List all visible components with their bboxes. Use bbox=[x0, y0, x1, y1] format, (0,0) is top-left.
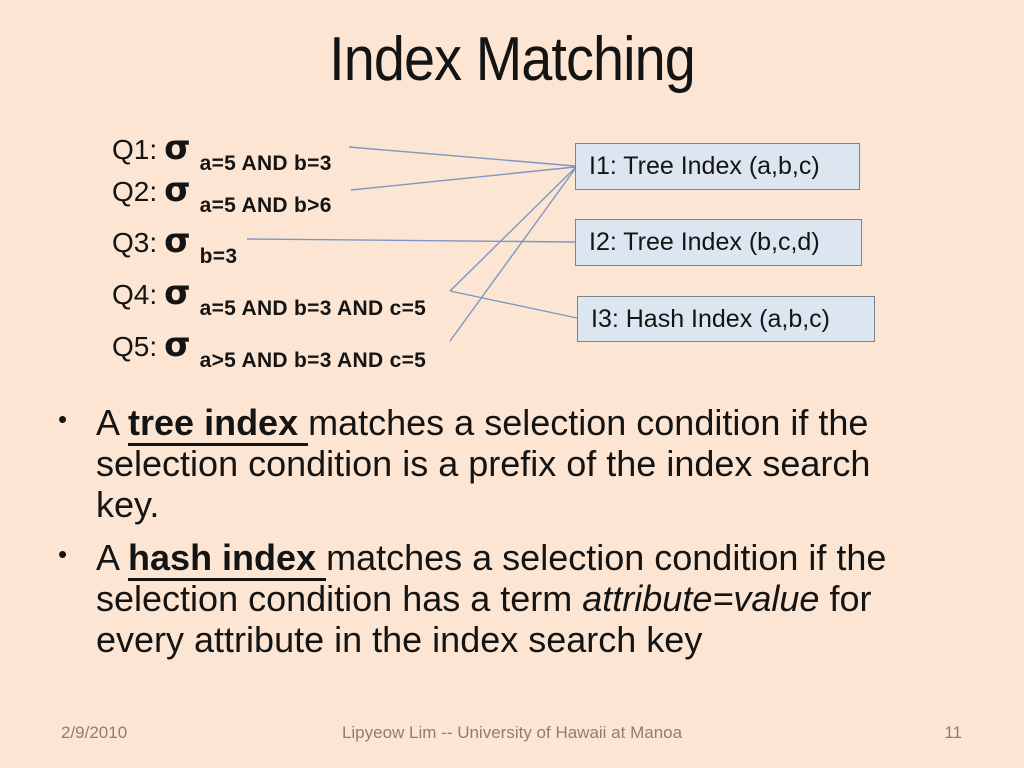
bullet-text: A tree index matches a selection conditi… bbox=[96, 402, 996, 525]
emphasized-term: tree index bbox=[128, 402, 309, 446]
index-box-label: I1: Tree Index (a,b,c) bbox=[589, 152, 820, 180]
index-box-i2: I2: Tree Index (b,c,d) bbox=[575, 219, 862, 266]
text-run: for bbox=[819, 578, 872, 619]
sigma-operator: σ bbox=[164, 221, 191, 261]
query-row-q1: Q1: σ a=5 AND b=3 bbox=[112, 128, 332, 175]
bullet-line: selection condition is a prefix of the i… bbox=[96, 443, 871, 484]
query-condition: a=5 AND b=3 AND c=5 bbox=[199, 297, 427, 320]
query-condition: a=5 AND b>6 bbox=[199, 194, 332, 217]
query-row-q4: Q4: σ a=5 AND b=3 AND c=5 bbox=[112, 273, 426, 320]
index-box-label: I3: Hash Index (a,b,c) bbox=[591, 304, 831, 333]
query-row-q2: Q2: σ a=5 AND b>6 bbox=[112, 170, 332, 217]
bullet-dot: • bbox=[58, 539, 68, 569]
text-run: matches a selection condition if the bbox=[326, 537, 887, 578]
slide-number: 11 bbox=[944, 723, 962, 742]
text-run: matches a selection condition if the bbox=[308, 402, 869, 443]
bullet-dot: • bbox=[58, 404, 68, 434]
text-run: A bbox=[96, 402, 129, 443]
sigma-operator: σ bbox=[164, 128, 191, 168]
query-condition: b=3 bbox=[199, 245, 238, 268]
connector-Q3-I2 bbox=[246, 238, 576, 243]
bullet-line: A hash index matches a selection conditi… bbox=[96, 537, 996, 581]
bullet-line: key. bbox=[96, 484, 160, 525]
sigma-operator: σ bbox=[164, 325, 191, 365]
bullet-line: every attribute in the index search key bbox=[96, 619, 703, 660]
connector-Q5-I1 bbox=[449, 168, 576, 342]
connector-Q4-I1 bbox=[449, 167, 576, 292]
query-label: Q4: bbox=[112, 279, 158, 310]
query-condition: a>5 AND b=3 AND c=5 bbox=[199, 349, 427, 372]
index-box-i1: I1: Tree Index (a,b,c) bbox=[575, 143, 860, 190]
bullet-line: A tree index matches a selection conditi… bbox=[96, 402, 996, 446]
index-box-label: I2: Tree Index (b,c,d) bbox=[589, 228, 820, 256]
query-label: Q1: bbox=[112, 134, 158, 165]
sigma-operator: σ bbox=[164, 273, 191, 313]
text-run: A bbox=[96, 537, 129, 578]
footer-author: Lipyeow Lim -- University of Hawaii at M… bbox=[341, 723, 683, 742]
query-condition: a=5 AND b=3 bbox=[199, 152, 332, 175]
connector-Q1-I1 bbox=[348, 146, 576, 167]
query-row-q3: Q3: σ b=3 bbox=[112, 221, 237, 268]
query-label: Q2: bbox=[112, 176, 158, 207]
slide-title: Index Matching bbox=[329, 25, 696, 94]
emphasized-term: hash index bbox=[128, 537, 327, 581]
index-box-i3: I3: Hash Index (a,b,c) bbox=[577, 296, 875, 342]
query-label: Q5: bbox=[112, 331, 158, 362]
connector-Q4-I3 bbox=[449, 290, 578, 319]
italic-term: attribute=value bbox=[582, 578, 820, 619]
text-run: selection condition has a term bbox=[96, 578, 583, 619]
footer-date: 2/9/2010 bbox=[61, 723, 128, 742]
query-row-q5: Q5: σ a>5 AND b=3 AND c=5 bbox=[112, 325, 426, 372]
bullet-text: A hash index matches a selection conditi… bbox=[96, 537, 996, 660]
connector-Q2-I1 bbox=[350, 166, 576, 191]
sigma-operator: σ bbox=[164, 170, 191, 210]
bullet-line: selection condition has a term attribute… bbox=[96, 578, 996, 619]
query-label: Q3: bbox=[112, 227, 158, 258]
